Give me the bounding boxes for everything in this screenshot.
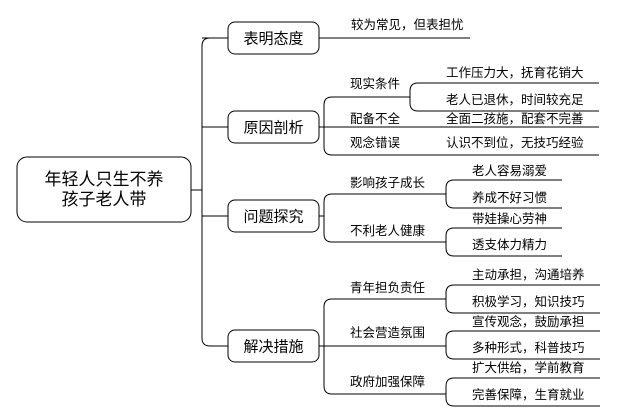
group-elder-spine <box>445 227 455 257</box>
group-child-label: 影响孩子成长 <box>350 175 426 190</box>
branch-problems-spine <box>323 193 333 243</box>
branch-problems-label: 问题探究 <box>243 208 303 226</box>
group-reality-spine <box>409 82 419 112</box>
leaf-child-2: 养成不好习惯 <box>472 190 547 205</box>
root-connector <box>191 37 228 347</box>
branch-attitude: 表明态度 较为常见，但表担忧 <box>227 17 470 55</box>
group-reality-label: 现实条件 <box>350 76 400 91</box>
group-gov-label: 政府加强保障 <box>350 374 425 389</box>
leaf-attitude-1: 较为常见，但表担忧 <box>351 17 464 32</box>
branch-solutions-label: 解决措施 <box>243 338 303 356</box>
leaf-reality-2: 老人已退休，时间较充足 <box>446 92 584 107</box>
leaf-child-1: 老人容易溺爱 <box>472 163 547 178</box>
branch-causes-spine <box>323 96 333 156</box>
root-node: 年轻人只生不养 孩子老人带 <box>16 156 192 223</box>
leaf-concept-1: 认识不到位，无技巧经验 <box>446 135 584 150</box>
branch-attitude-label: 表明态度 <box>243 30 303 48</box>
leaf-society-1: 宣传观念，鼓励承担 <box>472 314 585 329</box>
group-child-spine <box>445 179 455 209</box>
leaf-society-2: 多种形式，科普技巧 <box>472 340 585 355</box>
branch-solutions: 解决措施 青年担负责任 主动承担，沟通培养 积极学习，知识技巧 社会营造氛围 宣… <box>227 267 600 407</box>
leaf-elder-1: 带娃操心劳神 <box>472 211 547 226</box>
leaf-gov-1: 扩大供给，学前教育 <box>472 360 585 375</box>
leaf-gov-2: 完善保障，生育就业 <box>472 387 585 402</box>
leaf-reality-1: 工作压力大，抚育花销大 <box>446 65 584 80</box>
group-youth-label: 青年担负责任 <box>350 280 425 295</box>
leaf-youth-1: 主动承担，沟通培养 <box>472 267 585 282</box>
group-equip-label: 配备不全 <box>350 111 401 126</box>
group-society-label: 社会营造氛围 <box>350 325 425 340</box>
leaf-elder-2: 透支体力精力 <box>472 237 547 252</box>
group-concept-label: 观念错误 <box>350 135 401 150</box>
branch-causes: 原因剖析 现实条件 工作压力大，抚育花销大 老人已退休，时间较充足 配备不全 全… <box>227 65 599 156</box>
branch-causes-label: 原因剖析 <box>243 119 303 137</box>
group-youth-spine <box>445 284 455 314</box>
group-gov-spine <box>445 377 455 407</box>
leaf-equip-1: 全面二孩施，配套不完善 <box>446 111 584 126</box>
group-elder-label: 不利老人健康 <box>350 223 426 238</box>
group-society-spine <box>445 330 455 360</box>
root-spine <box>201 37 211 347</box>
root-title-line1: 年轻人只生不养 <box>45 170 164 190</box>
root-title-line2: 孩子老人带 <box>62 190 147 210</box>
leaf-youth-2: 积极学习，知识技巧 <box>472 294 585 309</box>
branch-problems: 问题探究 影响孩子成长 老人容易溺爱 养成不好习惯 不利老人健康 带娃操心劳神 … <box>227 163 562 257</box>
